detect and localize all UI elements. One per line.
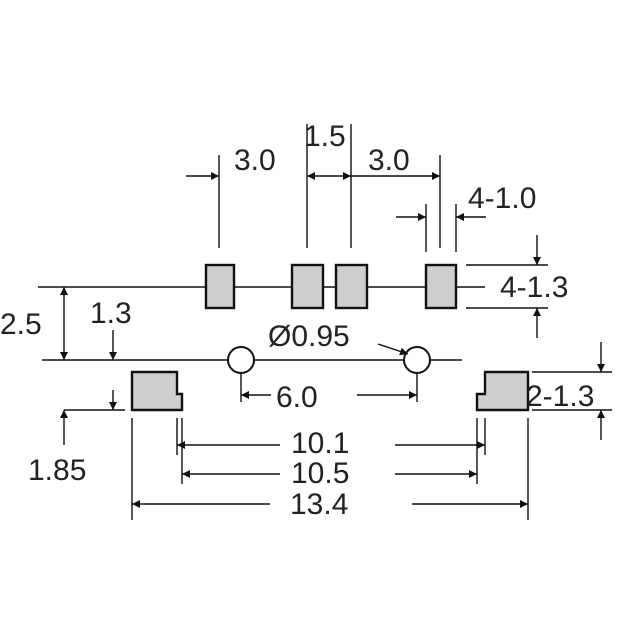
top-pad-3: [334, 263, 369, 310]
top-pad-4: [424, 263, 458, 310]
label-13-4: 13.4: [290, 488, 348, 521]
label-hole-diameter: Ø0.95: [268, 320, 350, 353]
label-2-5: 2.5: [0, 308, 42, 341]
leader-hole: [377, 343, 409, 356]
bottom-pad-right: [475, 370, 530, 412]
hole-right: [403, 346, 431, 374]
bottom-pad-left: [130, 370, 184, 412]
label-10-5: 10.5: [291, 457, 349, 490]
top-pad-2: [290, 263, 325, 310]
label-1-3: 1.3: [90, 297, 132, 330]
label-1-5: 1.5: [304, 120, 346, 153]
label-3-0-left: 3.0: [234, 144, 276, 177]
top-pad-1: [204, 263, 236, 310]
label-1-85: 1.85: [28, 454, 86, 487]
hole-left: [227, 346, 255, 374]
label-6-0: 6.0: [276, 381, 318, 414]
label-2-1-3: 2-1.3: [526, 380, 594, 413]
label-10-1: 10.1: [291, 427, 349, 460]
label-3-0-right: 3.0: [368, 144, 410, 177]
label-4-1-3: 4-1.3: [500, 271, 568, 304]
label-4-1-0: 4-1.0: [468, 182, 536, 215]
